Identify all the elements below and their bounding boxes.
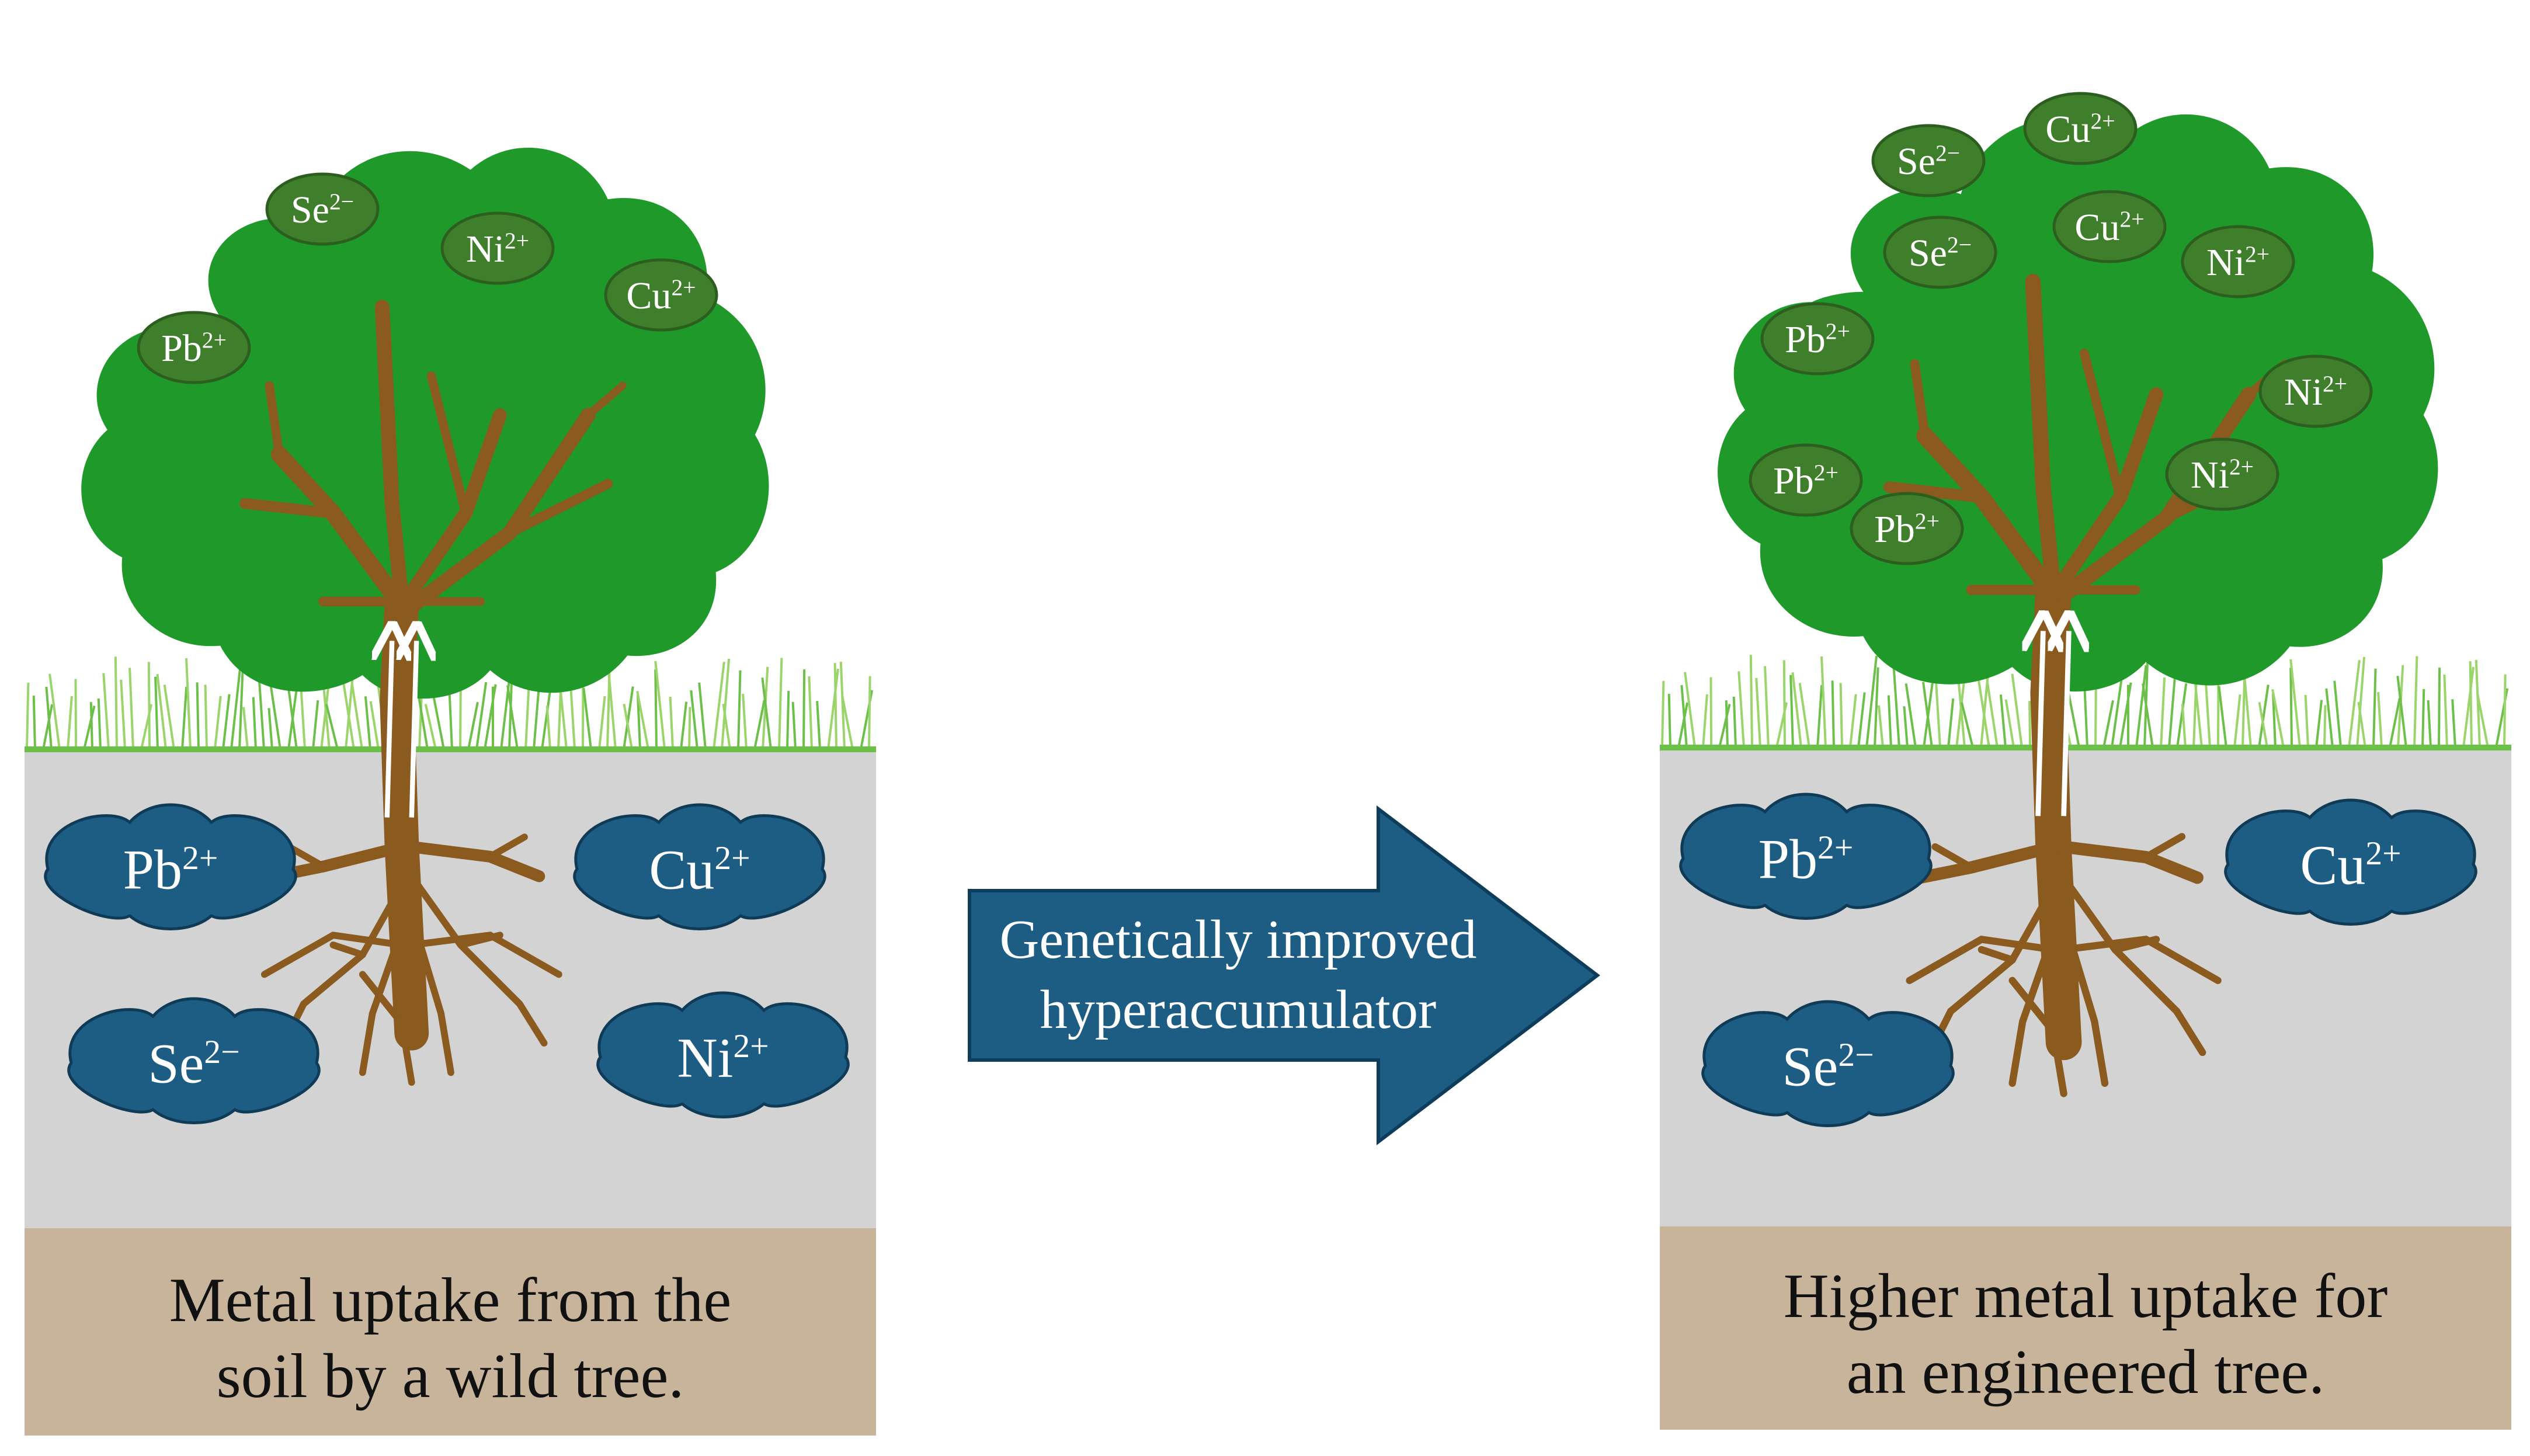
left-canopy-ion: Cu2+ [604,258,718,332]
ion-layer: Se2− Ni2+ Cu2+ Pb2+ Pb2+ Cu2+ Se2− Ni2+ Se2− Cu2+… [44,92,2477,1127]
right-grass [1661,654,2509,748]
right-soil-ion-label: Pb2+ [1759,828,1854,891]
left-canopy-ion: Pb2+ [137,311,251,384]
right-soil-ion: Cu2+ [2224,798,2477,926]
left-canopy-ion-label: Ni2+ [466,228,529,270]
right-canopy-ion-label: Pb2+ [1785,318,1850,361]
right-bedrock [1660,1226,2511,1430]
left-soil-ion: Ni2+ [596,991,850,1118]
arrow-label-line1: Genetically improved [1000,909,1477,970]
right-caption-line1: Higher metal uptake for [1784,1262,2388,1331]
right-canopy-ion-label: Ni2+ [2206,241,2270,284]
right-canopy-ion: Ni2+ [2165,437,2279,511]
right-canopy-ion-label: Se2− [1909,232,1972,274]
left-canopy-ion: Ni2+ [440,211,555,285]
right-soil-ion-label: Se2− [1782,1035,1874,1098]
right-canopy-ion: Pb2+ [1760,302,1875,376]
right-canopy-ion: Ni2+ [2181,225,2295,298]
left-soil-ion: Se2− [67,997,321,1124]
left-canopy-ion-label: Cu2+ [626,274,696,317]
right-canopy-ion-label: Pb2+ [1773,460,1839,502]
right-canopy-ion: Cu2+ [2052,190,2167,263]
right-canopy-ion: Ni2+ [2258,355,2373,428]
right-canopy-ion-label: Cu2+ [2045,108,2115,151]
right-canopy-ion-label: Ni2+ [2191,454,2254,496]
left-soil-ion-label: Pb2+ [123,839,218,901]
right-canopy-ion: Se2− [1883,216,1997,289]
right-canopy-ion: Cu2+ [2023,92,2138,165]
left-caption-line1: Metal uptake from the [169,1266,732,1335]
left-soil-ion: Pb2+ [44,803,297,930]
right-canopy-ion-label: Cu2+ [2074,206,2144,249]
left-soil-ion-label: Se2− [148,1033,239,1095]
left-bedrock [25,1228,876,1436]
right-caption-line2: an engineered tree. [1847,1337,2325,1407]
right-canopy-ion: Pb2+ [1749,443,1863,517]
left-soil-ion-label: Ni2+ [677,1027,769,1089]
left-canopy-ion-label: Se2− [291,189,354,231]
process-arrow: Genetically improved hyperaccumulator [968,805,1600,1146]
arrow-label-line2: hyperaccumulator [1040,979,1437,1040]
right-canopy-ion-label: Se2− [1897,140,1960,183]
left-canopy-ion: Se2− [265,172,380,246]
left-soil-ion-label: Cu2+ [649,839,750,901]
left-soil-ion: Cu2+ [573,803,826,930]
right-canopy-ion: Pb2+ [1850,492,1964,565]
right-canopy-ion: Se2− [1871,124,1986,197]
right-canopy-ion-label: Ni2+ [2284,371,2347,413]
left-canopy-ion-label: Pb2+ [161,327,227,370]
right-soil-ion: Pb2+ [1679,793,1933,920]
right-soil-ion: Se2− [1701,1000,1955,1127]
right-canopy-ion-label: Pb2+ [1874,508,1940,551]
left-caption-line2: soil by a wild tree. [217,1342,684,1411]
right-soil-ion-label: Cu2+ [2300,834,2401,896]
